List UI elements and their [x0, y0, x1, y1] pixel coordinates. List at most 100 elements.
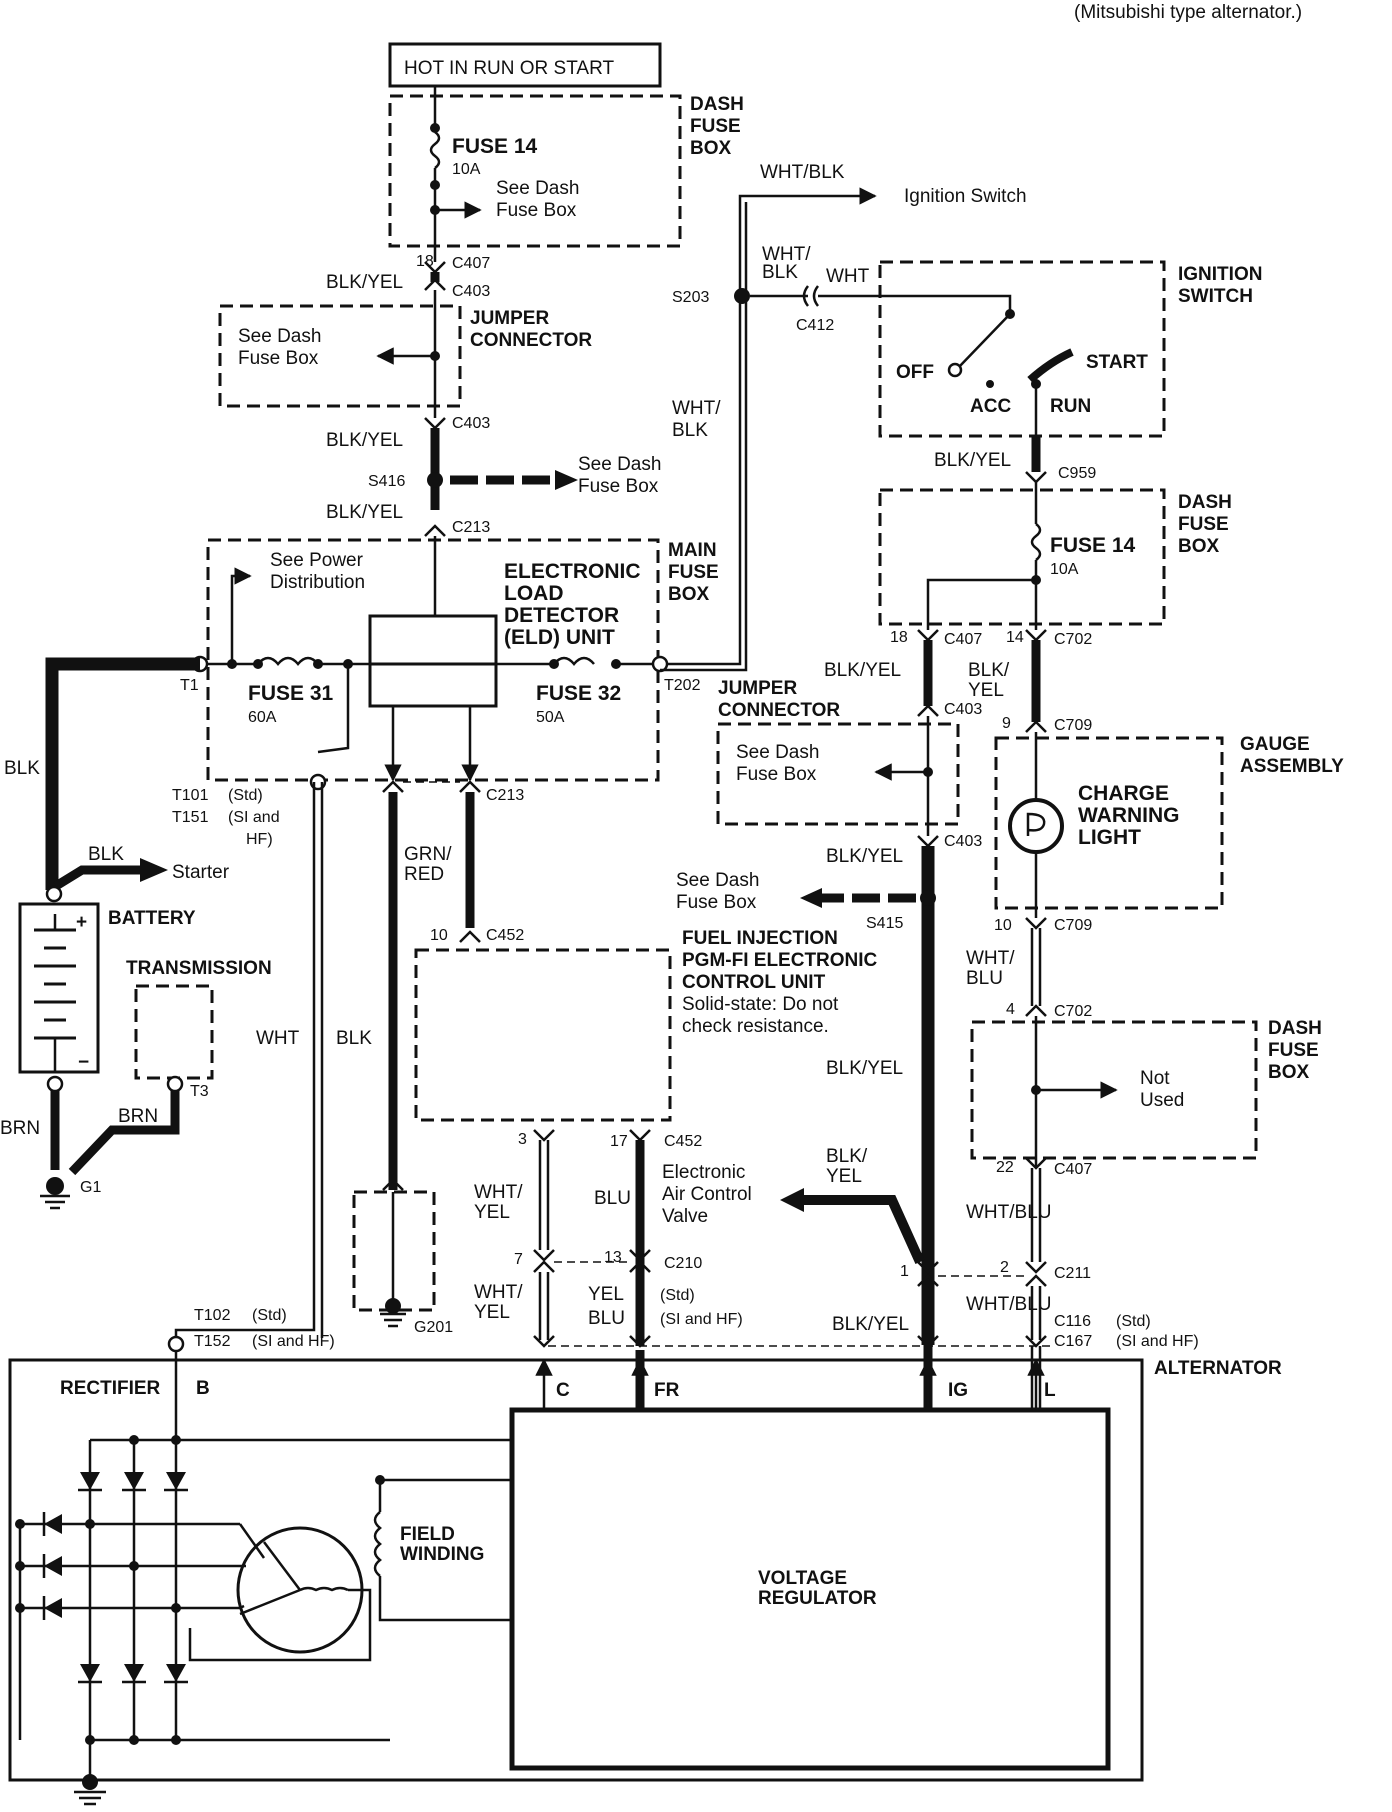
conn-c210: C210 — [664, 1255, 702, 1272]
wire-wht-slash-c2: WHT/ — [474, 1282, 523, 1303]
top-see-dash-l1: See Dash — [496, 178, 579, 199]
c167-si-hf: (SI and HF) — [1116, 1333, 1199, 1350]
charge-light-bulb-icon — [1008, 798, 1064, 854]
jumper-left-l1: JUMPER — [470, 308, 549, 329]
wire-blkyel-3: BLK/YEL — [326, 502, 403, 523]
wire-yel-part-eacv: YEL — [826, 1166, 862, 1187]
fuse32-label: FUSE 32 — [536, 682, 621, 705]
t101-std: (Std) — [228, 787, 263, 804]
wire-wht-slash-2: WHT/ — [672, 398, 721, 419]
sw-acc-label: ACC — [970, 396, 1011, 417]
top-see-dash-l2: Fuse Box — [496, 200, 577, 221]
ign-switch-blade — [957, 313, 1011, 369]
pin-22: 22 — [996, 1159, 1014, 1176]
wire-blk-mid: BLK — [336, 1028, 372, 1049]
term-ig-label: IG — [948, 1380, 968, 1401]
eld-l4: (ELD) UNIT — [504, 626, 615, 649]
battery-plus: + — [76, 912, 87, 933]
see-power-l2: Distribution — [270, 572, 365, 593]
g1-ground-icon — [40, 1194, 70, 1210]
ecu-l1: FUEL INJECTION — [682, 928, 838, 949]
starter-label: Starter — [172, 862, 230, 883]
wire-blk-starter: BLK — [88, 844, 124, 865]
main-fuse-l3: BOX — [668, 584, 710, 605]
alternator-box — [8, 1358, 1144, 1782]
wire-blkyel-6: BLK/YEL — [832, 1314, 909, 1335]
conn-c709-bot: C709 — [1054, 917, 1092, 934]
dash-fuse-lower-l1: DASH — [1268, 1018, 1322, 1039]
term-t102: T102 — [194, 1307, 231, 1324]
ecu-l5: check resistance. — [682, 1016, 829, 1037]
term-t202: T202 — [664, 677, 701, 694]
wire-blu-part-g: BLU — [966, 968, 1003, 989]
fuse31-amp: 60A — [248, 709, 277, 726]
wire-whtblu-2: WHT/BLU — [966, 1294, 1052, 1315]
pin-7: 7 — [514, 1251, 523, 1268]
term-b-label: B — [196, 1378, 210, 1399]
rectifier-diode-network — [15, 1435, 510, 1745]
dash-fuse-box-lower — [970, 1020, 1258, 1160]
ign-switch-arrow-label: Ignition Switch — [904, 186, 1027, 207]
wire-brn-2: BRN — [118, 1106, 158, 1127]
field-winding-l1: FIELD — [400, 1524, 455, 1545]
wire-blu-fr: BLU — [594, 1188, 631, 1209]
term-t1: T1 — [180, 677, 199, 694]
splice-s415: S415 — [866, 915, 903, 932]
dash-fuse-box-top-l3: BOX — [690, 138, 732, 159]
wire-wht-slash-1: WHT/ — [762, 244, 811, 265]
ignition-switch-l2: SWITCH — [1178, 286, 1253, 307]
fuse14-right-symbol — [1030, 523, 1042, 561]
charge-light-l1: CHARGE — [1078, 782, 1169, 805]
conn-c213-top: C213 — [452, 519, 490, 536]
eld-l1: ELECTRONIC — [504, 560, 641, 583]
g201-ground-icon — [380, 1312, 406, 1328]
eacv-l1: Electronic — [662, 1162, 745, 1183]
wire-blk-part-1: BLK — [762, 262, 798, 283]
term-fr-label: FR — [654, 1380, 680, 1401]
jumper-connector-left — [218, 304, 462, 408]
wire-red-part: RED — [404, 864, 444, 885]
jumper-right-l1: JUMPER — [718, 678, 797, 699]
splice-s416: S416 — [368, 473, 405, 490]
wire-yel-part-c: YEL — [474, 1202, 510, 1223]
voltage-regulator-l2: REGULATOR — [758, 1588, 877, 1609]
rectifier-label: RECTIFIER — [60, 1378, 161, 1399]
ecu-l3: CONTROL UNIT — [682, 972, 826, 993]
dash-fuse-box-top-l2: FUSE — [690, 116, 741, 137]
wire-wht-slash-g: WHT/ — [966, 948, 1015, 969]
conn-c452-bot: C452 — [664, 1133, 702, 1150]
wire-blkyel-1: BLK/YEL — [326, 272, 403, 293]
gauge-assembly-box — [994, 736, 1224, 910]
main-fuse-l1: MAIN — [668, 540, 717, 561]
wire-blkyel-2: BLK/YEL — [326, 430, 403, 451]
pin-14-right: 14 — [1006, 629, 1024, 646]
sw-off-label: OFF — [896, 362, 934, 383]
conn-c702-bot: C702 — [1054, 1003, 1092, 1020]
wire-blkyel-4: BLK/YEL — [826, 846, 903, 867]
wire-blu-sihf: BLU — [588, 1308, 625, 1329]
conn-c211: C211 — [1054, 1265, 1091, 1282]
jumper-left-l2: CONNECTOR — [470, 330, 592, 351]
battery-label: BATTERY — [108, 908, 196, 929]
wire-whtblu-1: WHT/BLU — [966, 1202, 1052, 1223]
hot-in-run-box — [388, 42, 662, 88]
wire-whtblk-top: WHT/BLK — [760, 162, 845, 183]
field-winding-l2: WINDING — [400, 1544, 484, 1565]
pin-18-top: 18 — [416, 253, 434, 270]
dash-fuse-right-l3: BOX — [1178, 536, 1220, 557]
conn-c403-2: C403 — [452, 415, 490, 432]
dash-fuse-box-right — [878, 488, 1166, 626]
jumper-right-see-l2: Fuse Box — [736, 764, 817, 785]
ignition-switch-l1: IGNITION — [1178, 264, 1262, 285]
voltage-regulator-box — [509, 1407, 1111, 1771]
fuse32-symbol — [553, 656, 595, 666]
fuse31-symbol — [257, 656, 319, 666]
jumper-left-see-l2: Fuse Box — [238, 348, 319, 369]
s415-see-l2: Fuse Box — [676, 892, 757, 913]
fuse31-label: FUSE 31 — [248, 682, 334, 705]
hot-in-run-label: HOT IN RUN OR START — [404, 58, 614, 79]
fuse14-top-symbol — [429, 131, 441, 169]
dash-fuse-box-top-l1: DASH — [690, 94, 744, 115]
dash-fuse-lower-l3: BOX — [1268, 1062, 1310, 1083]
